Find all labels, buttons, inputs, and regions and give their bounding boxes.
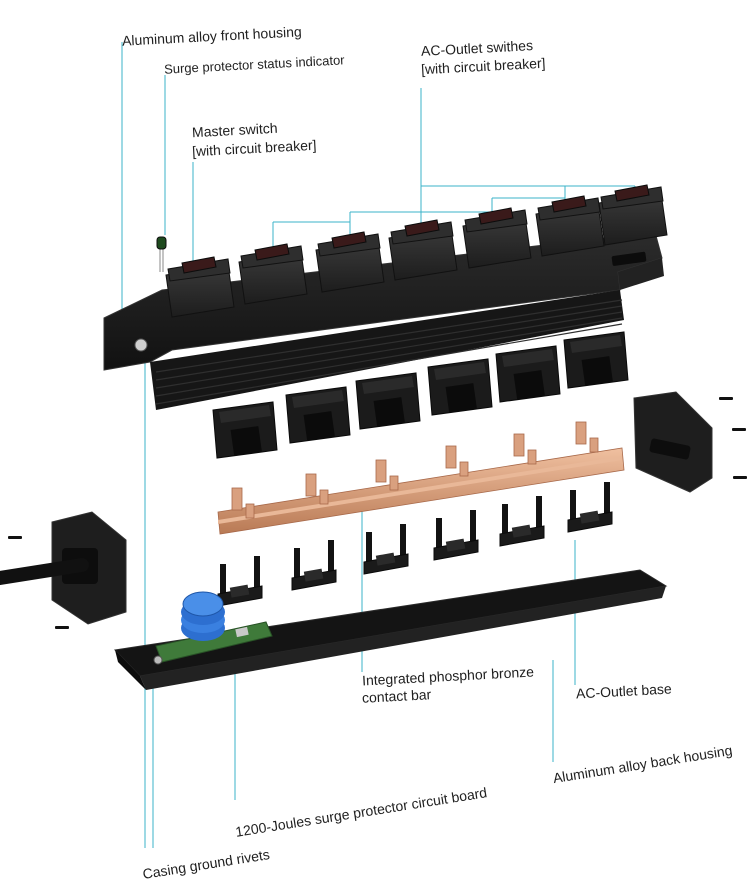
outlet-base-clip <box>433 510 479 561</box>
ac-outlet <box>212 401 278 459</box>
rocker-switch <box>535 195 605 257</box>
contact-bar <box>217 447 625 535</box>
ac-outlet <box>285 386 351 444</box>
back-housing <box>113 569 668 690</box>
mov-capacitor <box>181 591 225 641</box>
rocker-switch <box>598 184 668 246</box>
rocker-switch <box>238 243 308 305</box>
right-end-cap <box>633 391 713 493</box>
outlet-base-clip <box>291 540 337 591</box>
bronze-prong <box>305 473 329 505</box>
contact-prongs <box>231 421 599 519</box>
ac-outlet <box>355 372 421 430</box>
bronze-prong <box>231 487 255 519</box>
ac-outlet <box>495 345 561 403</box>
outlet-base-clip <box>499 496 545 547</box>
leader-outlet-switches <box>272 88 636 252</box>
outlet-base-clip <box>363 524 409 575</box>
ground-rivet <box>134 338 148 352</box>
label-contact-bar-line2: contact bar <box>361 686 432 706</box>
outlet-base-clips <box>217 482 613 607</box>
outlet-base-clip <box>567 482 613 533</box>
bronze-prong <box>375 459 399 491</box>
outlet-row <box>212 331 629 459</box>
end-cap-screws-right <box>719 397 747 479</box>
bronze-prong <box>575 421 599 453</box>
rocker-switch <box>388 219 458 281</box>
rocker-switch <box>462 207 532 269</box>
left-end-cap <box>0 511 127 625</box>
bronze-prong <box>445 445 469 477</box>
bronze-prong <box>513 433 537 465</box>
leader-lines <box>121 42 636 848</box>
rocker-switch <box>165 256 235 318</box>
ac-outlet <box>563 331 629 389</box>
front-housing <box>103 231 664 410</box>
switch-row <box>165 184 668 318</box>
surge-circuit-board <box>153 591 273 665</box>
ac-outlet <box>427 358 493 416</box>
rocker-switch <box>315 231 385 293</box>
end-cap-screws-left <box>8 536 69 629</box>
outlet-base-clip <box>217 556 263 607</box>
status-led <box>156 236 167 272</box>
